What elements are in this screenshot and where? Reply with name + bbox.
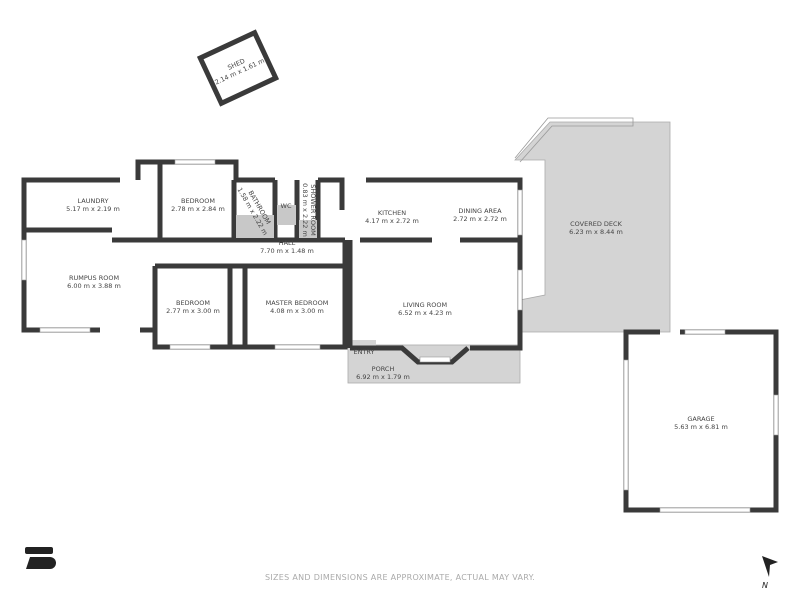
svg-text:DINING AREA: DINING AREA xyxy=(458,207,502,215)
svg-text:2.78 m x 2.84 m: 2.78 m x 2.84 m xyxy=(171,205,225,213)
svg-text:RUMPUS ROOM: RUMPUS ROOM xyxy=(69,274,119,282)
svg-text:4.08 m x 3.00 m: 4.08 m x 3.00 m xyxy=(270,307,324,315)
svg-text:4.17 m x 2.72 m: 4.17 m x 2.72 m xyxy=(365,217,419,225)
svg-text:0.83 m x 2.22 m: 0.83 m x 2.22 m xyxy=(301,183,309,237)
svg-text:6.92 m x 1.79 m: 6.92 m x 1.79 m xyxy=(356,373,410,381)
svg-text:MASTER BEDROOM: MASTER BEDROOM xyxy=(266,299,329,307)
svg-text:BEDROOM: BEDROOM xyxy=(176,299,210,307)
shed xyxy=(196,29,280,107)
walls xyxy=(21,159,779,513)
svg-text:N: N xyxy=(762,581,768,590)
room-label-wc: WC xyxy=(281,202,292,210)
svg-text:WC: WC xyxy=(281,202,292,210)
brand-logo-icon xyxy=(25,547,56,569)
svg-text:BEDROOM: BEDROOM xyxy=(181,197,215,205)
svg-text:SHOWER ROOM: SHOWER ROOM xyxy=(309,184,317,236)
svg-text:7.70 m x 1.48 m: 7.70 m x 1.48 m xyxy=(260,247,314,255)
covered-deck-area xyxy=(514,121,671,333)
svg-text:2.77 m x 3.00 m: 2.77 m x 3.00 m xyxy=(166,307,220,315)
room-label-entry: ENTRY xyxy=(353,348,374,356)
svg-text:HALL: HALL xyxy=(279,239,296,247)
svg-text:5.63 m x 6.81 m: 5.63 m x 6.81 m xyxy=(674,423,728,431)
svg-text:KITCHEN: KITCHEN xyxy=(378,209,406,217)
north-arrow-icon: N xyxy=(762,556,778,590)
svg-text:LIVING ROOM: LIVING ROOM xyxy=(403,301,447,309)
svg-text:5.17 m x 2.19 m: 5.17 m x 2.19 m xyxy=(66,205,120,213)
disclaimer-text: SIZES AND DIMENSIONS ARE APPROXIMATE, AC… xyxy=(264,573,536,582)
svg-text:LAUNDRY: LAUNDRY xyxy=(78,197,109,205)
svg-text:6.00 m x 3.88 m: 6.00 m x 3.88 m xyxy=(67,282,121,290)
svg-text:2.72 m x 2.72 m: 2.72 m x 2.72 m xyxy=(453,215,507,223)
svg-text:ENTRY: ENTRY xyxy=(353,348,374,356)
svg-text:PORCH: PORCH xyxy=(372,365,395,373)
svg-text:GARAGE: GARAGE xyxy=(687,415,714,423)
svg-text:6.23 m x 8.44 m: 6.23 m x 8.44 m xyxy=(569,228,623,236)
svg-text:6.52 m x 4.23 m: 6.52 m x 4.23 m xyxy=(398,309,452,317)
svg-text:COVERED DECK: COVERED DECK xyxy=(570,220,622,228)
